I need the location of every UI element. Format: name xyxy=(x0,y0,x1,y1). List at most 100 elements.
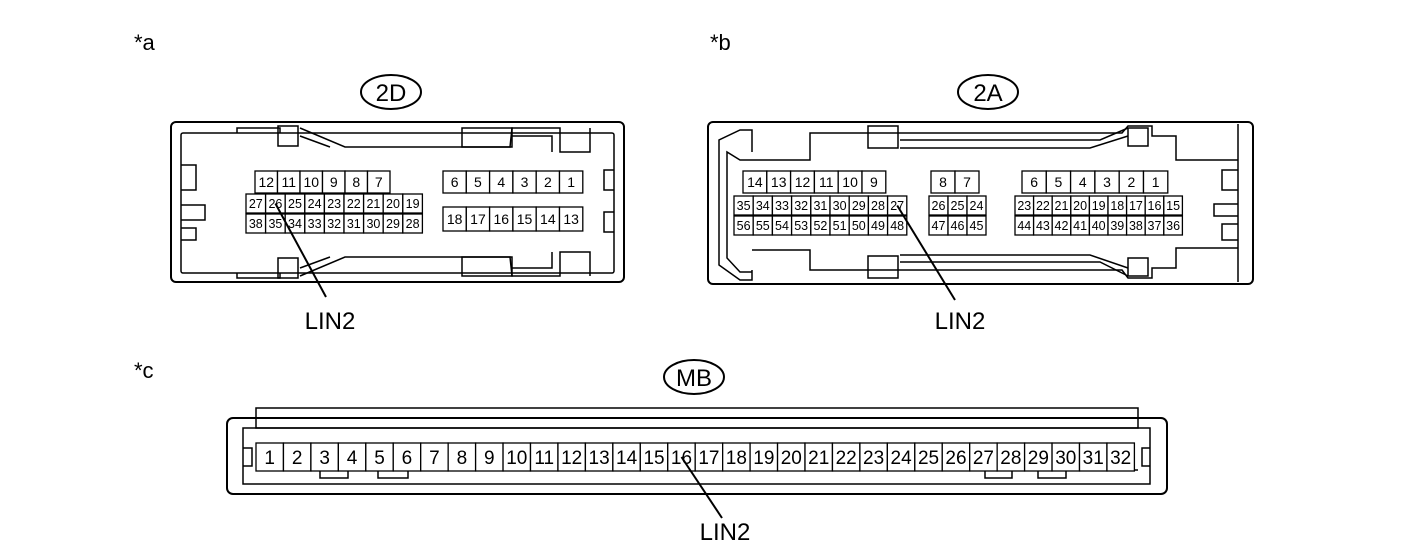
pin-number: 8 xyxy=(939,174,947,190)
pin-number: 35 xyxy=(268,217,282,231)
connector-b-pin-25: 25 xyxy=(947,195,968,216)
connector-b-pin-6: 6 xyxy=(1021,170,1047,194)
pin-cell xyxy=(366,170,391,194)
connector-c-pin-10: 10 xyxy=(502,442,532,472)
connector-c-pin-8: 8 xyxy=(447,442,477,472)
connector-c-code-oval xyxy=(663,359,725,395)
pin-number: 7 xyxy=(963,174,971,190)
connector-b-pin-39: 39 xyxy=(1107,215,1128,236)
connector-a-pin-24: 24 xyxy=(304,193,326,214)
pin-number: 40 xyxy=(1092,219,1106,233)
connector-b-pin-46: 46 xyxy=(947,215,968,236)
pin-number: 9 xyxy=(484,448,495,469)
pin-number: 14 xyxy=(747,174,763,190)
pin-cell xyxy=(557,442,587,472)
pin-number: 2 xyxy=(544,174,552,190)
pin-number: 13 xyxy=(563,211,579,227)
pin-number: 47 xyxy=(932,219,946,233)
pin-number: 30 xyxy=(366,217,380,231)
connector-b-pin-35: 35 xyxy=(733,195,754,216)
connector-a-pin-35: 35 xyxy=(264,213,286,234)
pin-number: 25 xyxy=(288,197,302,211)
pin-number: 23 xyxy=(1017,199,1031,213)
pin-cell xyxy=(402,213,424,234)
pin-number: 51 xyxy=(833,219,847,233)
connector-c-pin-19: 19 xyxy=(749,442,779,472)
pin-cell xyxy=(941,442,971,472)
pin-number: 48 xyxy=(890,219,904,233)
connector-a-pin-18: 18 xyxy=(442,206,467,232)
connector-a-pin-25: 25 xyxy=(284,193,306,214)
pin-number: 20 xyxy=(386,197,400,211)
connector-c-pin-26: 26 xyxy=(941,442,971,472)
connector-a-pin-12: 12 xyxy=(254,170,279,194)
pin-number: 15 xyxy=(1166,199,1180,213)
pin-number: 6 xyxy=(451,174,459,190)
connector-b-pin-21: 21 xyxy=(1051,195,1072,216)
pin-cell xyxy=(1023,442,1053,472)
connector-c-pin-1: 1 xyxy=(255,442,285,472)
connector-b-pin-48: 48 xyxy=(886,215,908,236)
connector-b-pin-24: 24 xyxy=(966,195,987,216)
pin-cell xyxy=(502,442,532,472)
pin-number: 50 xyxy=(852,219,866,233)
pin-number: 19 xyxy=(406,197,420,211)
connector-c-pin-7: 7 xyxy=(420,442,449,472)
connector-b-pin-31: 31 xyxy=(810,195,831,216)
pin-number: 26 xyxy=(932,199,946,213)
pin-number: 16 xyxy=(493,211,509,227)
pin-number: 20 xyxy=(781,448,802,469)
pin-number: 10 xyxy=(303,174,319,190)
pin-number: 7 xyxy=(429,448,440,469)
pin-number: 39 xyxy=(1110,219,1124,233)
connector-b-pin-50: 50 xyxy=(848,215,870,236)
connector-b-pin-45: 45 xyxy=(966,215,987,236)
pin-number: 18 xyxy=(447,211,463,227)
pin-number: 29 xyxy=(852,199,866,213)
pin-number: 25 xyxy=(918,448,939,469)
callout-c-label: LIN2 xyxy=(700,519,751,546)
pin-number: 31 xyxy=(1083,448,1104,469)
pin-number: 3 xyxy=(1103,174,1111,190)
pin-number: 41 xyxy=(1073,219,1087,233)
pin-number: 21 xyxy=(1055,199,1069,213)
connector-b-pin-10: 10 xyxy=(837,170,863,194)
connector-a-pin-2: 2 xyxy=(535,170,561,194)
connector-b-pin-32: 32 xyxy=(790,195,812,216)
pin-cell xyxy=(914,442,943,472)
connector-c-pin-3: 3 xyxy=(310,442,339,472)
pin-number: 9 xyxy=(330,174,338,190)
connector-c-pin-15: 15 xyxy=(639,442,669,472)
connector-b-pin-26: 26 xyxy=(928,195,949,216)
connector-a-pin-9: 9 xyxy=(321,170,346,194)
pin-number: 19 xyxy=(1092,199,1106,213)
leader-line-b xyxy=(896,204,956,301)
pin-number: 11 xyxy=(281,174,296,190)
pin-number: 15 xyxy=(643,448,664,469)
connector-b-pin-47: 47 xyxy=(928,215,949,236)
connector-a-pin-1: 1 xyxy=(558,170,584,194)
connector-a-pin-8: 8 xyxy=(344,170,369,194)
pin-cell xyxy=(886,195,908,216)
pin-cell xyxy=(694,442,724,472)
connector-a-marker: *a xyxy=(134,30,156,55)
connector-c-pin-17: 17 xyxy=(694,442,724,472)
pin-number: 49 xyxy=(871,219,885,233)
connector-c-pin-21: 21 xyxy=(804,442,834,472)
pin-number: 6 xyxy=(402,448,413,469)
pin-number: 43 xyxy=(1036,219,1050,233)
connector-a-pin-34: 34 xyxy=(284,213,306,234)
callout-leader-lines xyxy=(274,203,956,519)
pin-cell xyxy=(558,170,584,194)
pin-number: 17 xyxy=(470,211,486,227)
pin-number: 32 xyxy=(794,199,808,213)
connector-c-pin-18: 18 xyxy=(722,442,751,472)
pin-number: 10 xyxy=(506,448,527,469)
pin-number: 20 xyxy=(1073,199,1087,213)
connector-a-pin-17: 17 xyxy=(465,206,491,232)
pin-number: 6 xyxy=(1030,174,1038,190)
connector-c-pin-20: 20 xyxy=(776,442,806,472)
pin-number: 34 xyxy=(288,217,302,231)
pin-number: 8 xyxy=(352,174,360,190)
